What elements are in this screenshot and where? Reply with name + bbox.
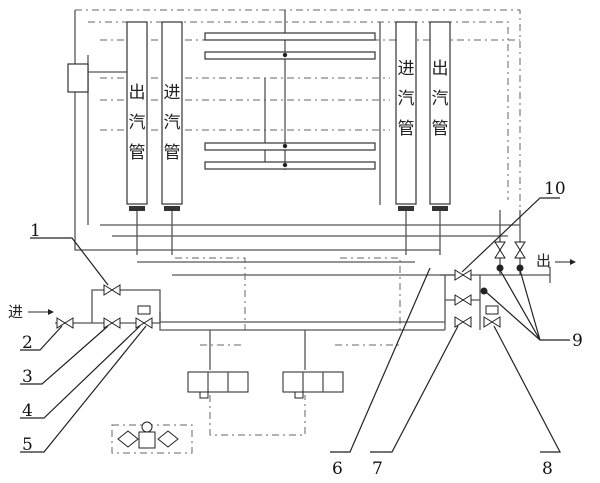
right-inlet-char-3: 管 [398, 119, 415, 139]
manifold-piping [74, 224, 520, 436]
callout-4: 4 [22, 401, 33, 421]
callout-6: 6 [332, 459, 343, 479]
callout-7: 7 [372, 459, 383, 479]
steam-tubes [126, 21, 451, 205]
horizontal-heating-tubes [204, 32, 376, 170]
right-outlet-steam-pipe [429, 21, 451, 205]
left-outlet-char-3: 管 [129, 143, 146, 163]
inlet-label: 进 [8, 303, 23, 321]
callout-leaders [20, 197, 570, 453]
right-inlet-char-2: 汽 [398, 89, 415, 109]
right-outlet-char-3: 管 [432, 119, 449, 139]
outlet-label: 出 [536, 252, 551, 270]
right-inlet-char-1: 进 [398, 59, 415, 79]
pipe-labels: 出 汽 管 进 汽 管 进 汽 管 出 汽 管 [129, 59, 449, 163]
right-inlet-steam-pipe [395, 21, 417, 205]
controller-box [67, 63, 89, 93]
air-treatment-unit [111, 421, 193, 454]
left-inlet-char-1: 进 [164, 83, 181, 103]
right-outlet-char-2: 汽 [432, 89, 449, 109]
callout-8: 8 [542, 459, 553, 479]
left-inlet-steam-pipe [161, 21, 183, 205]
left-inlet-char-3: 管 [164, 143, 181, 163]
callout-1: 1 [30, 221, 41, 241]
solenoid-valve-right [282, 371, 344, 399]
left-inlet-char-2: 汽 [164, 113, 181, 133]
left-outlet-char-1: 出 [129, 83, 146, 103]
right-outlet-char-1: 出 [432, 59, 449, 79]
callout-10: 10 [544, 179, 566, 199]
callout-3: 3 [22, 367, 33, 387]
callout-9: 9 [572, 331, 583, 351]
callout-2: 2 [22, 333, 33, 353]
outlet-valves [440, 210, 576, 330]
tube-fittings [129, 206, 448, 255]
callout-numbers: 1 2 3 4 5 6 7 8 9 10 [22, 179, 583, 479]
inlet-valves [56, 284, 153, 329]
left-outlet-char-2: 汽 [129, 113, 146, 133]
left-outlet-steam-pipe [126, 21, 148, 205]
solenoid-valve-left [187, 371, 249, 399]
callout-5: 5 [22, 435, 33, 455]
